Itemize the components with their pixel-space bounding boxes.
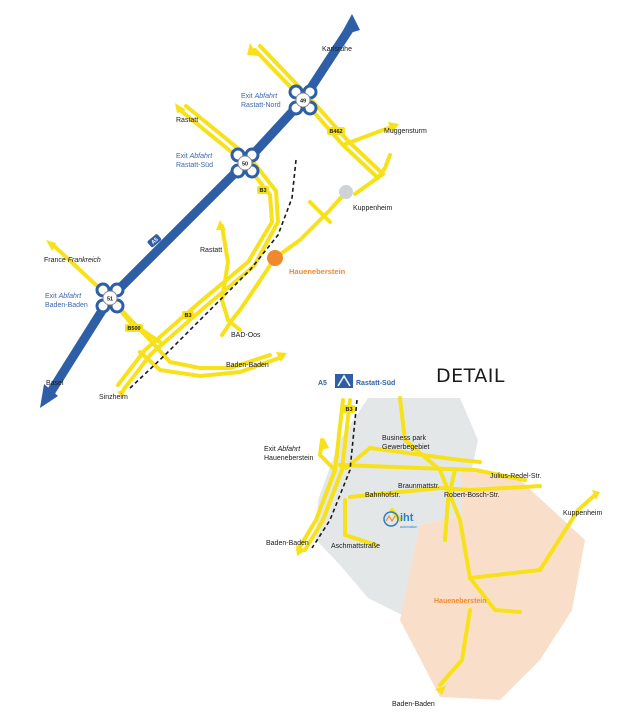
exit-50-prefix: Exit: [176, 153, 188, 160]
interchange-51: 51: [95, 282, 125, 314]
france-label: France Frankreich: [44, 257, 101, 264]
detail-exit-line1: Exit Abfahrt: [264, 446, 301, 453]
a5-north-arrow: [340, 14, 360, 36]
a5-south-arrow: [40, 384, 58, 408]
sinzheim-label: Sinzheim: [99, 394, 128, 401]
exit-49-prefix: Exit: [241, 93, 253, 100]
interchange-50: 50: [230, 147, 260, 179]
overview-map: 49 50 51 A5 B462 B3 B3: [40, 14, 427, 408]
detail-exit-line2: Haueneberstein: [264, 455, 314, 462]
iht-logo-subtext: automation: [400, 525, 417, 529]
detail-heading: DETAIL: [436, 365, 505, 387]
business-park-label-2: Gewerbegebiet: [382, 444, 430, 451]
autobahn-symbol: [337, 374, 351, 387]
detail-baden-baden-left: Baden-Baden: [266, 540, 309, 547]
muggensturm-label: Muggensturm: [384, 128, 427, 135]
julius-redel-street: Julius-Redel-Str.: [490, 473, 541, 480]
detail-a5-label: A5: [318, 380, 327, 387]
road-badges: A5 B462 B3 B3 B500: [125, 127, 345, 332]
kuppenheim-label: Kuppenheim: [353, 205, 392, 212]
a5-autobahn: [42, 20, 357, 403]
detail-exit-sign: Rastatt-Süd: [356, 380, 395, 387]
robert-bosch-street: Robert-Bosch-Str.: [444, 492, 500, 499]
detail-haueneberstein-label: Haueneberstein: [434, 598, 487, 605]
bahnhof-street: Bahnhofstr.: [365, 492, 400, 499]
detail-map: DETAIL A5 R: [264, 365, 602, 708]
interchange-49: 49: [288, 84, 318, 116]
detail-arrows: [296, 438, 600, 695]
exit-baden-baden-line1: Exit Abfahrt: [45, 293, 82, 300]
detail-kuppenheim-label: Kuppenheim: [563, 510, 602, 517]
bad-oos-label: BAD-Oos: [231, 332, 261, 339]
karlsruhe-label: Karlsruhe: [322, 46, 352, 53]
a5-badge: A5: [150, 237, 159, 246]
haueneberstein-marker: [267, 250, 283, 266]
france-word: France: [44, 257, 66, 264]
exit-rastatt-nord-line1: Exit Abfahrt: [241, 93, 278, 100]
overview-roads: [50, 44, 397, 391]
rastatt-top-label: Rastatt: [176, 117, 198, 124]
exit-51-prefix: Exit: [45, 293, 57, 300]
france-italic-word: Frankreich: [68, 257, 101, 264]
b500-badge: B500: [127, 326, 140, 332]
detail-roads: [296, 396, 597, 687]
exit-rastatt-nord-line2: Rastatt-Nord: [241, 102, 281, 109]
exit-rastatt-sued-line2: Rastatt-Süd: [176, 162, 213, 169]
aschmatt-street: Aschmattstraße: [331, 543, 380, 550]
business-park-label-1: Business park: [382, 435, 426, 442]
iht-logo-text: iht: [400, 512, 414, 524]
exit-baden-baden-line2: Baden-Baden: [45, 302, 88, 309]
b462-badge: B462: [329, 129, 342, 135]
baden-baden-label: Baden-Baden: [226, 362, 269, 369]
basel-label: Basel: [46, 380, 64, 387]
kuppenheim-marker: [339, 185, 353, 199]
exit-51-word: Abfahrt: [58, 293, 83, 300]
exit-rastatt-sued-line1: Exit Abfahrt: [176, 153, 213, 160]
braunmatt-street: Braunmattstr.: [398, 483, 440, 490]
exit-51-number: 51: [107, 297, 113, 303]
direction-arrows: [46, 43, 399, 398]
exit-49-word: Abfahrt: [254, 93, 279, 100]
haueneberstein-label: Haueneberstein: [289, 267, 346, 276]
exit-50-number: 50: [242, 162, 248, 168]
iht-logo: iht automation: [383, 511, 417, 529]
detail-exit-prefix: Exit: [264, 446, 276, 453]
railway-line: [127, 159, 297, 391]
detail-baden-baden-bottom: Baden-Baden: [392, 701, 435, 708]
b3-lower-badge: B3: [184, 313, 191, 319]
exit-49-number: 49: [300, 99, 306, 105]
detail-railway: [311, 399, 358, 549]
b3-upper-badge: B3: [259, 188, 266, 194]
rastatt-mid-label: Rastatt: [200, 247, 222, 254]
exit-50-word: Abfahrt: [189, 153, 214, 160]
detail-exit-word: Abfahrt: [277, 446, 302, 453]
detail-b3-badge: B3: [345, 407, 352, 413]
business-park-area: [316, 398, 478, 615]
